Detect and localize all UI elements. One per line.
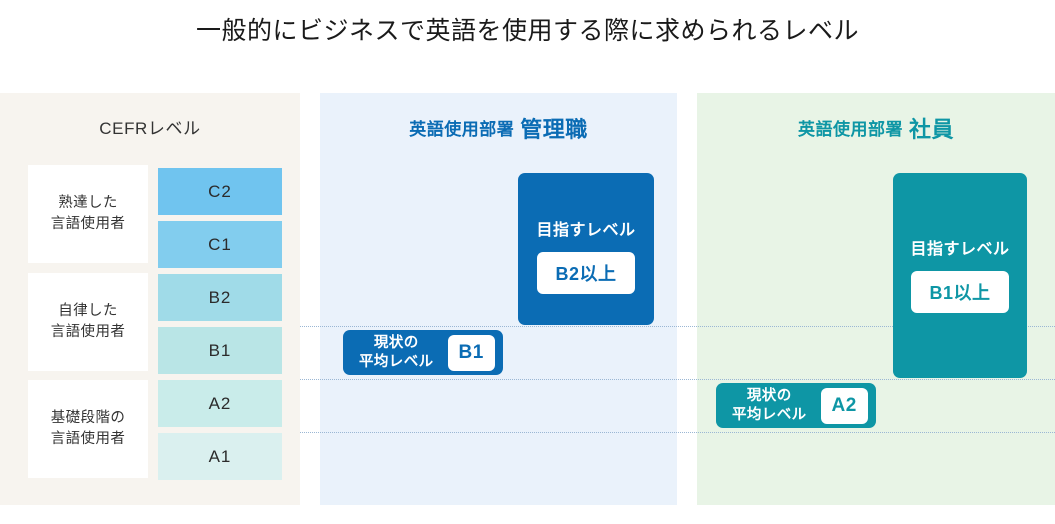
manager-goal-value: B2以上	[537, 252, 635, 294]
gridline-a2	[300, 432, 1055, 433]
manager-goal-label: 目指すレベル	[536, 222, 636, 239]
staff-goal-label: 目指すレベル	[910, 241, 1010, 258]
cefr-level-a2: A2	[158, 380, 282, 427]
cefr-group-basic: 基礎段階の 言語使用者	[28, 380, 148, 478]
gridline-b1	[300, 379, 1055, 380]
staff-current-label-line2: 平均レベル	[732, 406, 807, 423]
staff-heading-role: 社員	[908, 117, 954, 142]
manager-panel-heading: 英語使用部署管理職	[320, 119, 677, 141]
cefr-panel: CEFRレベル 熟達した 言語使用者 自律した 言語使用者 基礎段階の 言語使用…	[0, 93, 300, 505]
cefr-group-basic-line1: 基礎段階の	[50, 410, 126, 426]
cefr-level-c1-label: C1	[208, 234, 232, 254]
manager-current-value: B1	[447, 334, 495, 371]
cefr-group-proficient-line2: 言語使用者	[50, 216, 126, 232]
staff-goal-bar: 目指すレベル B1以上	[893, 173, 1027, 378]
staff-current-label: 現状の 平均レベル	[732, 387, 807, 425]
cefr-level-b2-label: B2	[208, 287, 232, 307]
staff-current-label-line1: 現状の	[746, 387, 792, 404]
cefr-group-basic-line2: 言語使用者	[50, 431, 126, 447]
page-title: 一般的にビジネスで英語を使用する際に求められるレベル	[195, 17, 859, 45]
cefr-level-a1-label: A1	[208, 446, 232, 466]
manager-current-label-line1: 現状の	[373, 334, 419, 351]
staff-current-pill: 現状の 平均レベル A2	[716, 383, 876, 428]
manager-heading-role: 管理職	[520, 117, 588, 142]
manager-heading-dept: 英語使用部署	[409, 120, 515, 139]
cefr-level-a2-label: A2	[208, 393, 232, 413]
staff-goal-value: B1以上	[911, 271, 1009, 313]
cefr-panel-heading: CEFRレベル	[99, 119, 201, 138]
gridline-b2	[300, 326, 1055, 327]
cefr-group-proficient: 熟達した 言語使用者	[28, 165, 148, 263]
cefr-level-c2: C2	[158, 168, 282, 215]
cefr-group-independent: 自律した 言語使用者	[28, 273, 148, 371]
cefr-group-independent-line1: 自律した	[58, 303, 118, 319]
cefr-level-b2: B2	[158, 274, 282, 321]
cefr-level-c2-label: C2	[208, 181, 232, 201]
staff-panel-heading: 英語使用部署社員	[697, 119, 1055, 141]
manager-goal-bar: 目指すレベル B2以上	[518, 173, 654, 325]
cefr-level-b1-label: B1	[208, 340, 232, 360]
cefr-level-a1: A1	[158, 433, 282, 480]
staff-heading-dept: 英語使用部署	[797, 120, 903, 139]
staff-current-value: A2	[820, 387, 868, 424]
manager-current-label-line2: 平均レベル	[359, 353, 434, 370]
cefr-group-independent-line2: 言語使用者	[50, 324, 126, 340]
cefr-level-c1: C1	[158, 221, 282, 268]
cefr-group-proficient-line1: 熟達した	[58, 195, 118, 211]
cefr-level-b1: B1	[158, 327, 282, 374]
manager-current-label: 現状の 平均レベル	[359, 334, 434, 372]
manager-current-pill: 現状の 平均レベル B1	[343, 330, 503, 375]
